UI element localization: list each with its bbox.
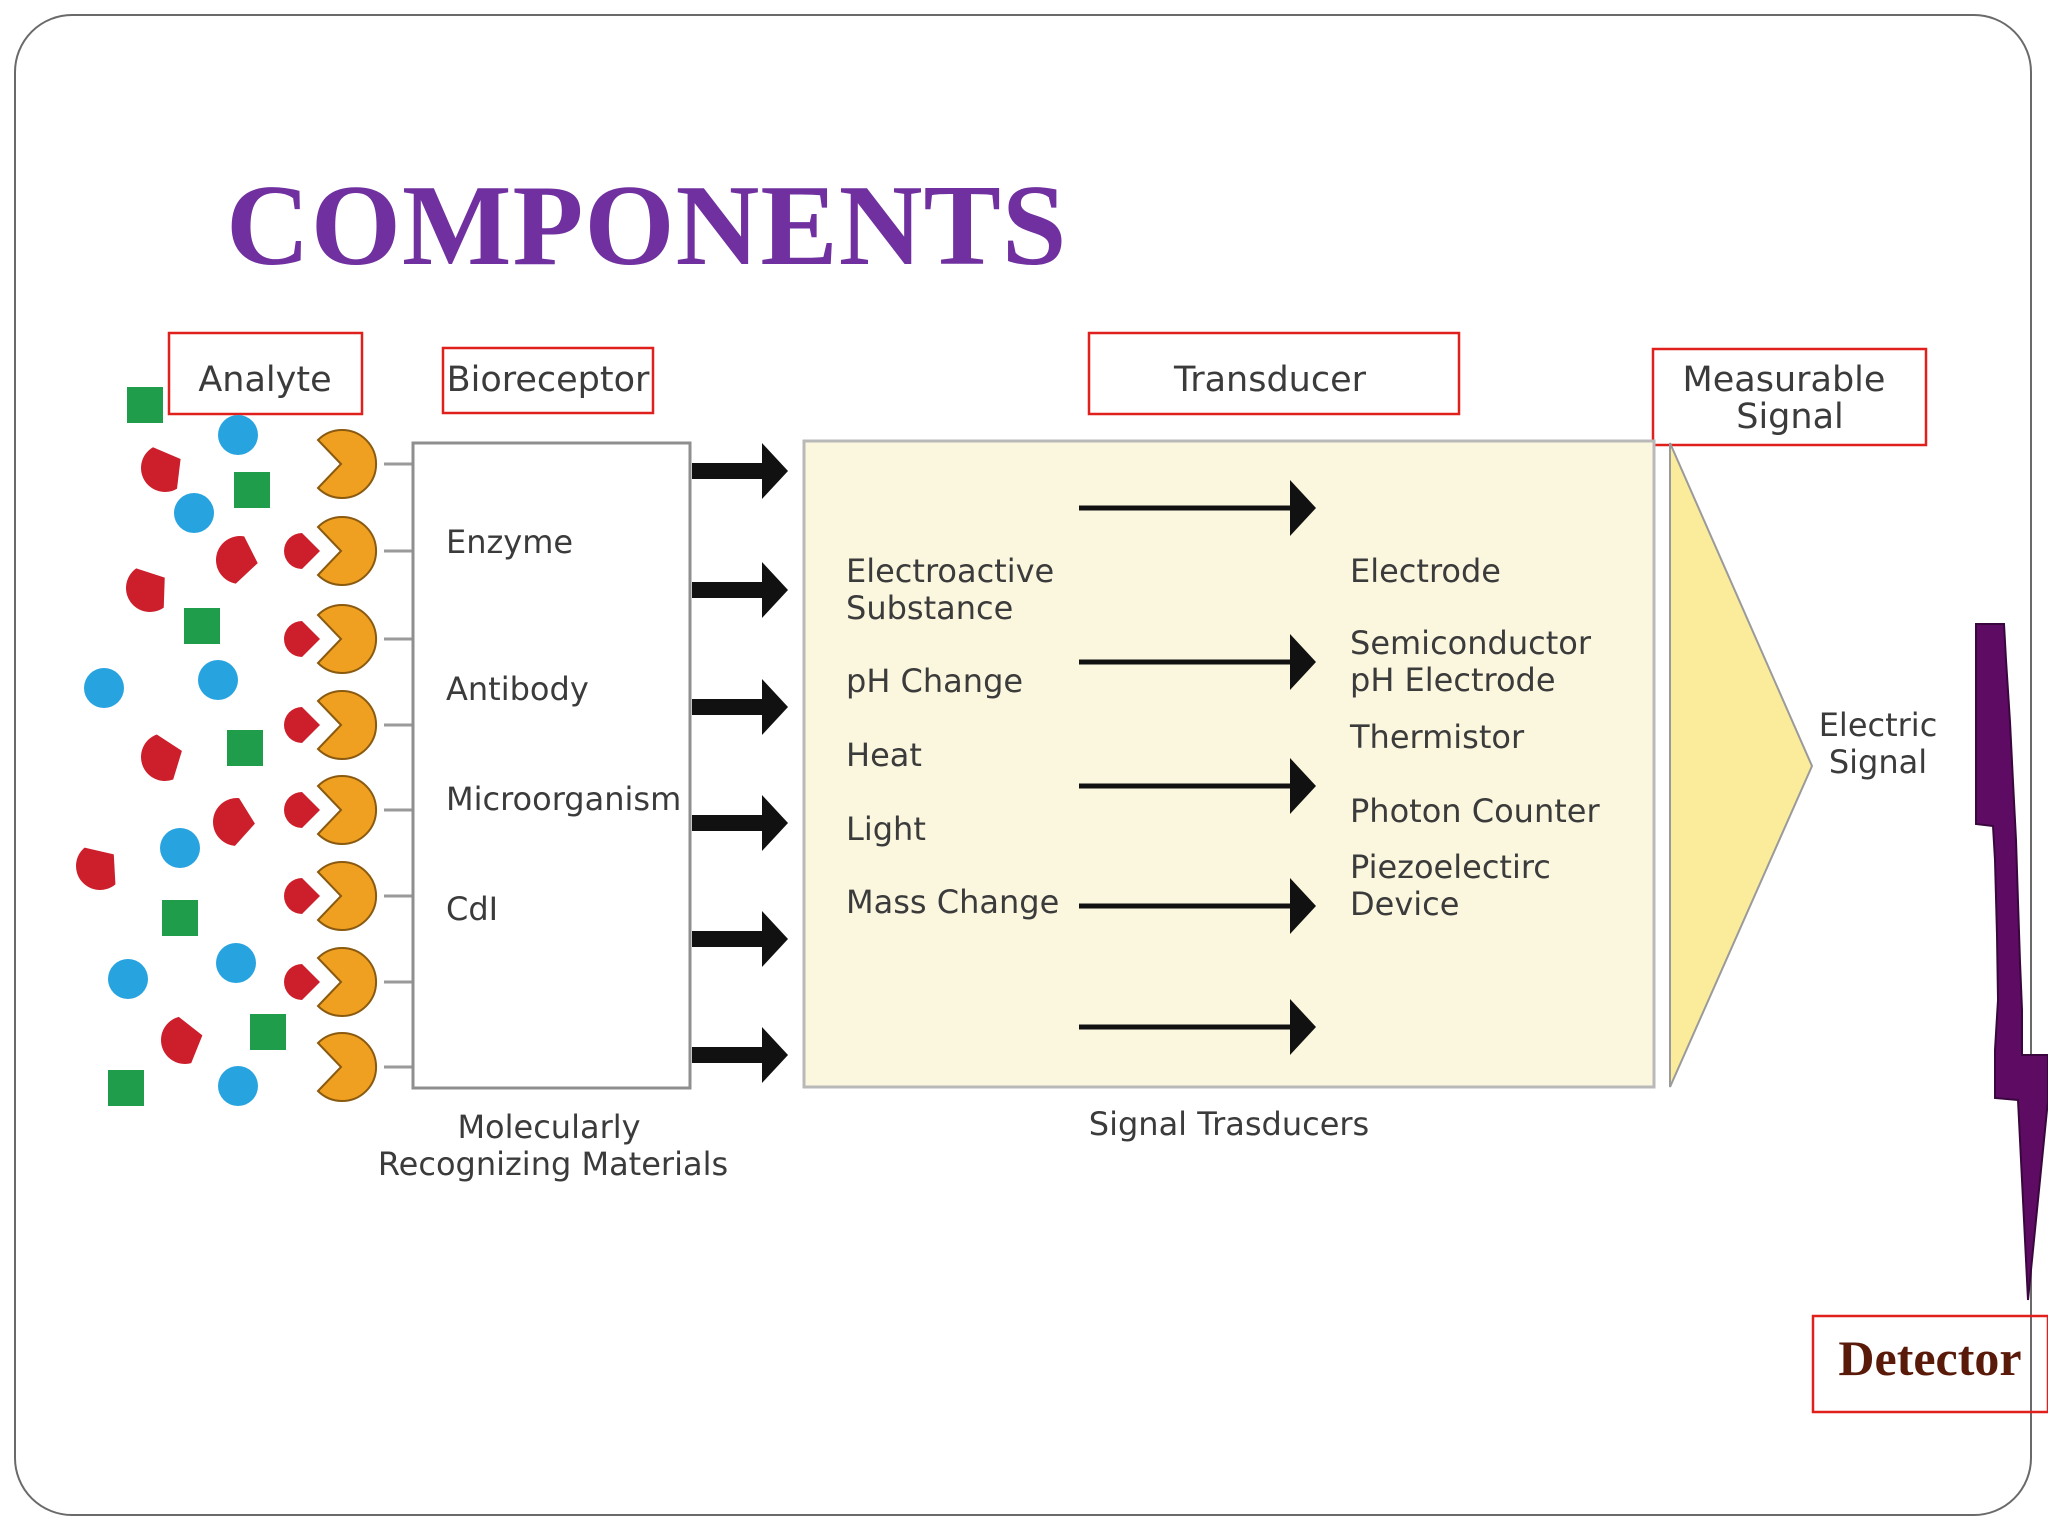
analyte-wedge: [141, 447, 181, 492]
bioreceptor-shape: [316, 861, 377, 931]
output-thermistor: Thermistor: [1349, 718, 1525, 756]
measurable-signal-label-line2: Signal: [1736, 397, 1844, 437]
detector-label: Detector: [1838, 1330, 2021, 1386]
thick-arrow: [692, 1027, 788, 1083]
conversion-arrow-head: [1290, 758, 1316, 814]
input-heat: Heat: [846, 736, 922, 774]
output-semiconductor-line1: Semiconductor: [1350, 624, 1592, 662]
analyte-circle: [198, 660, 238, 700]
analyte-circle: [174, 493, 214, 533]
transducer-outputs: Electrode Semiconductor pH Electrode The…: [1349, 552, 1600, 923]
bound-analyte: [284, 707, 320, 743]
bioreceptor-to-transducer-arrows: [692, 443, 788, 1083]
analyte-square: [108, 1070, 144, 1106]
output-semiconductor-line2: pH Electrode: [1350, 661, 1556, 699]
analyte-molecules: [76, 387, 286, 1106]
analyte-circle: [218, 1066, 258, 1106]
signal-triangle: [1669, 442, 1814, 1088]
output-piezoelectric-line1: Piezoelectirc: [1350, 848, 1551, 886]
electric-signal-line2: Signal: [1829, 743, 1927, 781]
analyte-wedge: [141, 734, 182, 781]
bioreceptor-type-antibody: Antibody: [446, 670, 589, 708]
analyte-wedge: [161, 1016, 203, 1064]
analyte-square: [162, 900, 198, 936]
bound-analyte: [284, 792, 320, 828]
analyte-square: [184, 608, 220, 644]
bioreceptor-shape: [316, 516, 377, 586]
analyte-wedge: [216, 536, 258, 584]
analyte-wedge: [213, 798, 255, 846]
conversion-arrow-head: [1290, 999, 1316, 1055]
analyte-square: [250, 1014, 286, 1050]
conversion-arrow-head: [1290, 634, 1316, 690]
bioreceptor-type-enzyme: Enzyme: [446, 523, 573, 561]
input-electroactive-line1: Electroactive: [846, 552, 1054, 590]
transducer-box: [802, 439, 1656, 1089]
detector-label-box: [1811, 1314, 2048, 1414]
bioreceptor-shape: [316, 1032, 377, 1102]
bioreceptor-shape: [316, 429, 377, 499]
analyte-wedge: [126, 568, 165, 612]
bioreceptor-caption-line1: Molecularly: [457, 1108, 640, 1146]
input-mass-change: Mass Change: [846, 883, 1059, 921]
transducer-inputs: Electroactive Substance pH Change Heat L…: [846, 552, 1059, 921]
bioreceptor-caption-line2: Recognizing Materials: [378, 1145, 728, 1183]
analyte-circle: [84, 668, 124, 708]
thick-arrow: [692, 911, 788, 967]
bound-analyte: [284, 533, 320, 569]
measurable-signal-label-line1: Measurable: [1683, 360, 1886, 400]
analyte-label-box: [167, 331, 364, 416]
bioreceptor-label-box: [441, 346, 655, 415]
analyte-square: [234, 472, 270, 508]
output-photon-counter: Photon Counter: [1350, 792, 1600, 830]
bioreceptor-shape: [316, 775, 377, 845]
transducer-caption: Signal Trasducers: [1089, 1105, 1369, 1143]
bound-analyte: [284, 621, 320, 657]
conversion-arrow-head: [1290, 480, 1316, 536]
bioreceptor-shapes: [284, 429, 377, 1102]
output-electrode: Electrode: [1350, 552, 1501, 590]
bioreceptor-label: Bioreceptor: [447, 360, 650, 400]
analyte-square: [227, 730, 263, 766]
receptor-connectors: [384, 462, 413, 1069]
bioreceptor-type-microorganism: Microorganism: [446, 780, 681, 818]
output-piezoelectric-line2: Device: [1350, 885, 1459, 923]
transducer-label-box: [1087, 331, 1461, 416]
bioreceptor-box: [411, 441, 692, 1090]
conversion-arrow-head: [1290, 878, 1316, 934]
analyte-circle: [108, 959, 148, 999]
thick-arrow: [692, 795, 788, 851]
measurable-signal-label-box: [1651, 347, 1928, 447]
electric-signal-line1: Electric: [1819, 706, 1938, 744]
analyte-square: [127, 387, 163, 423]
bioreceptor-shape: [316, 690, 377, 760]
bound-analyte: [284, 878, 320, 914]
analyte-circle: [216, 943, 256, 983]
bioreceptor-shape: [316, 947, 377, 1017]
analyte-label: Analyte: [198, 360, 331, 400]
analyte-circle: [160, 828, 200, 868]
input-electroactive-line2: Substance: [846, 589, 1013, 627]
analyte-wedge: [76, 847, 116, 890]
transducer-label: Transducer: [1173, 360, 1367, 400]
input-ph-change: pH Change: [846, 662, 1023, 700]
bound-analyte: [284, 964, 320, 1000]
input-light: Light: [846, 810, 926, 848]
bioreceptor-type-cdi: CdI: [446, 890, 498, 928]
thick-arrow: [692, 679, 788, 735]
thick-arrow: [692, 443, 788, 499]
thick-arrow: [692, 562, 788, 618]
page-title: COMPONENTS: [226, 162, 1068, 290]
bioreceptor-shape: [316, 604, 377, 674]
transducer-conversion-arrows: [1079, 480, 1316, 1055]
detector-arrow: [1975, 623, 2048, 1301]
analyte-circle: [218, 415, 258, 455]
